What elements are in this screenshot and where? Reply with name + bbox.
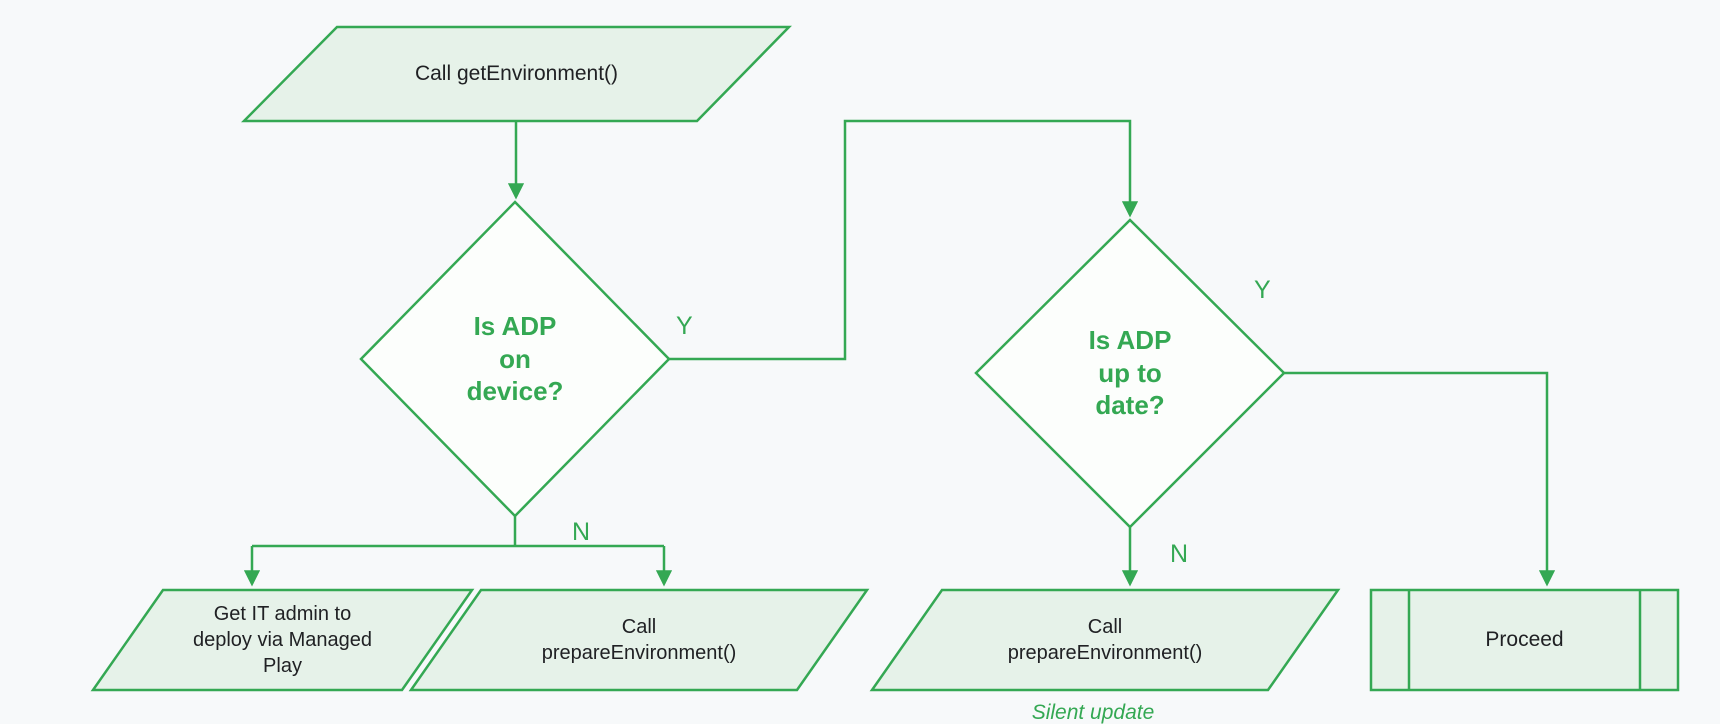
up-to-date-label: Is ADP up to date? [1088,325,1172,421]
node-deploy-managed-play-shape [90,588,475,692]
silent-update-note: Silent update [1031,701,1155,724]
node-proceed-shape [1369,588,1680,692]
up-to-date-no-label: N [1170,540,1189,568]
edge-on-device-yes-line [669,119,1139,361]
on-device-yes-label: Y [676,312,693,340]
on-device-no-label: N [572,518,591,546]
node-prepare-environment-1-shape [408,588,870,692]
node-prepare-environment-2-shape [869,588,1341,692]
prepare-environment-2-label: Call prepareEnvironment() [1007,616,1203,664]
node-on-device-diamond [359,200,671,518]
node-start-shape [241,25,792,123]
proceed-label: Proceed [1485,628,1564,652]
up-to-date-yes-label: Y [1254,276,1271,304]
node-up-to-date-diamond [974,218,1286,529]
on-device-label: Is ADP on device? [466,311,564,407]
deploy-managed-play-label: Get IT admin to deploy via Managed Play [192,603,372,677]
start-label: Call getEnvironment() [414,62,619,86]
edge-up-to-date-yes-line [1284,371,1556,587]
edge-on-device-no-trunk [252,516,664,548]
prepare-environment-1-label: Call prepareEnvironment() [541,616,737,664]
